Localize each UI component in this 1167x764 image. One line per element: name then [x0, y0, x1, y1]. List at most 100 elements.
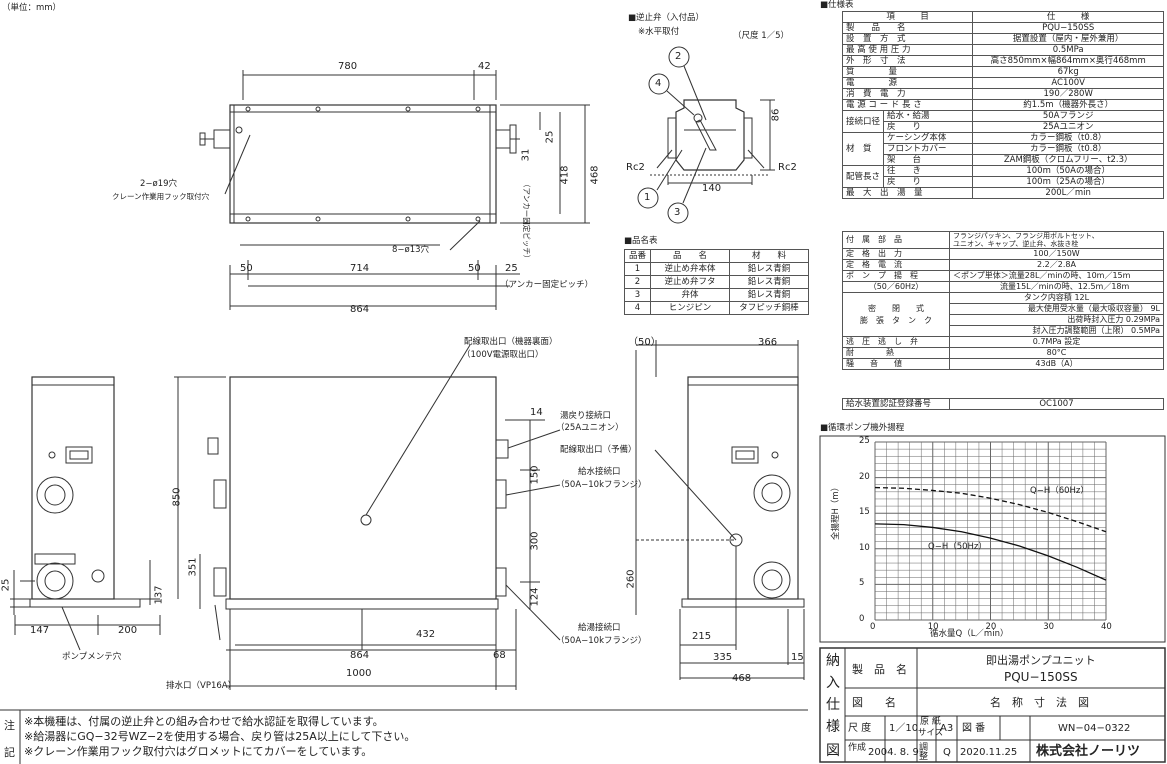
spec-label: 最 高 使 用 圧 力 — [841, 44, 974, 56]
dim-42: 42 — [478, 61, 491, 72]
table-row: 材 質ケーシング本体カラー鋼板（t0.8） — [841, 132, 1164, 166]
cell: 鉛レス青銅 — [729, 288, 810, 302]
callout-1: 1 — [644, 192, 651, 203]
return-port-label: 湯戻り接続口 — [560, 411, 612, 421]
wiring-back-label-2: （100V電源取出口） — [462, 350, 544, 360]
spec-value: 50Aフランジ — [972, 110, 1164, 122]
spec-value: 2.2／2.8A — [949, 259, 1164, 271]
unit-note: （単位：mm） — [2, 3, 62, 13]
tank-label-1: 密 閉 式 — [868, 303, 924, 313]
table-row: ポ ン プ 揚 程＜ポンプ単体＞流量28L／minの時、10m／15m — [842, 270, 1164, 282]
spec-value: 最大使用受水量（最大吸収容量） 9L — [949, 303, 1164, 315]
cell: タフピッチ銅棒 — [729, 301, 810, 315]
title-side-5: 図 — [826, 743, 840, 759]
hook-hole-desc: クレーン作業用フック取付穴 — [112, 192, 210, 201]
spec-label: 戻 り — [883, 176, 974, 188]
x-tick-label: 20 — [985, 622, 997, 632]
spec-value: 出荷時封入圧力 0.29MPa — [949, 314, 1164, 326]
x-tick-label: 30 — [1043, 622, 1055, 632]
accessories-line-1: フランジパッキン、フランジ用ボルトセット、 — [953, 232, 1099, 240]
anchor-pitch-horizontal: （アンカー固定ピッチ） — [500, 280, 594, 290]
drawing-label: 図 名 — [852, 696, 896, 709]
dim-50-right: 50 — [468, 263, 481, 274]
spec-label: 給水・給湯 — [883, 110, 974, 122]
y-tick-label: 5 — [859, 578, 865, 589]
series-line-1 — [874, 523, 1107, 581]
cell: 逆止め弁フタ — [650, 275, 731, 289]
y-tick-label: 0 — [859, 614, 865, 624]
hook-hole-label: 2−ø19穴 — [140, 179, 178, 189]
spec-header-spec: 仕 様 — [972, 11, 1164, 23]
cell: 弁体 — [650, 288, 731, 302]
dim-780: 780 — [338, 61, 358, 72]
spec-value: カラー鋼板（t0.8） — [972, 143, 1164, 155]
dim-260: 260 — [625, 569, 637, 589]
spec-value: 0.5MPa — [972, 44, 1164, 56]
parts-header-no: 品番 — [623, 249, 652, 263]
notes-label-1: 注 — [4, 719, 15, 732]
spec-value: PQU−150SS — [972, 22, 1164, 34]
dim-140: 140 — [702, 183, 722, 194]
dim-200: 200 — [118, 625, 138, 636]
spec-label: 外 形 寸 法 — [841, 55, 974, 67]
spec-value: ＜ポンプ単体＞流量28L／minの時、10m／15m — [949, 270, 1164, 282]
scale-label: 尺 度 — [848, 723, 872, 734]
dim-25-left: 25 — [0, 578, 12, 592]
spec-label: 戻 り — [883, 121, 974, 133]
spec-value: フランジパッキン、フランジ用ボルトセット、ユニオン、キャップ、逆止弁、水抜き栓 — [949, 231, 1164, 249]
check-valve-scale: （尺度 1／5） — [733, 31, 790, 41]
left-view-drawing — [10, 376, 161, 651]
spec-label: ポ ン プ 揚 程 — [842, 270, 950, 282]
spec-header: 項 目仕 様 — [841, 11, 1164, 23]
check-valve-subtitle: ※水平取付 — [638, 27, 680, 37]
dim-50-side: （50） — [628, 337, 661, 348]
dim-50-left: 50 — [240, 263, 253, 274]
rc-right: Rc2 — [778, 162, 797, 173]
pump-curve-chart — [819, 435, 1166, 643]
spec-label: 定 格 電 流 — [842, 259, 950, 271]
drain-label: 排水口（VP16A） — [166, 681, 237, 691]
spec-label: 逃 圧 逃 し 弁 — [842, 336, 950, 348]
dim-68: 68 — [493, 650, 506, 661]
series-label-50hz: Q−H（50Hz） — [928, 542, 987, 552]
hot-port-label: 給湯接続口 — [578, 623, 621, 633]
hole-13-label: 8−ø13穴 — [392, 245, 430, 255]
accessories-line-2: ユニオン、キャップ、逆止弁、水抜き栓 — [953, 240, 1079, 248]
dim-418: 418 — [559, 165, 571, 185]
spec-label: ケーシング本体 — [883, 132, 974, 144]
dim-150: 150 — [529, 465, 541, 485]
spec-label: （50／60Hz） — [842, 281, 950, 293]
spec-value: カラー鋼板（t0.8） — [972, 132, 1164, 144]
spec-label: 電 源 — [841, 77, 974, 89]
spec-label: 製 品 名 — [841, 22, 974, 34]
pump-maint-label: ポンプメンテ穴 — [62, 652, 122, 662]
spec-label: 往 き — [883, 165, 974, 177]
note-line-3: ※クレーン作業用フック取付穴はグロメットにてカバーをしています。 — [24, 745, 373, 758]
dim-14: 14 — [530, 407, 543, 418]
spec-label: 耐 熱 — [842, 347, 950, 359]
dim-468-side: 468 — [732, 673, 752, 684]
spec-label: 質 量 — [841, 66, 974, 78]
cell: 鉛レス青銅 — [729, 275, 810, 289]
dim-864-front: 864 — [350, 650, 370, 661]
paper-label-1: 原 紙 — [920, 717, 941, 727]
title-side-1: 納 — [826, 653, 840, 669]
supply-port-label: 給水接続口 — [578, 467, 621, 477]
table-row: 密 閉 式膨 張 タ ン クタンク内容積 12L — [842, 292, 1164, 337]
dim-432: 432 — [416, 629, 436, 640]
x-tick-label: 0 — [870, 622, 876, 632]
series-label-60hz: Q−H（60Hz） — [1030, 486, 1089, 496]
parts-header-name: 品 名 — [650, 249, 731, 263]
spec-value: 43dB（A） — [949, 358, 1164, 370]
callout-3: 3 — [674, 207, 681, 218]
spec-label: 付 属 部 品 — [842, 231, 950, 249]
spec-value: 流量15L／minの時、12.5m／18m — [949, 281, 1164, 293]
